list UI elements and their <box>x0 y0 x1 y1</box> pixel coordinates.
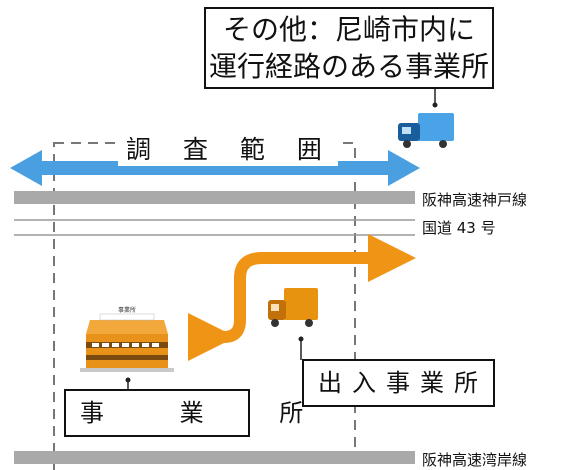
route-arrow <box>188 234 416 361</box>
survey-range-arrow <box>10 150 420 186</box>
road-label-hanshin-wangan: 阪神高速湾岸線 <box>422 451 528 469</box>
office-box: 事 業 所 <box>64 389 303 437</box>
survey-scope-label: 調 査 範 囲 <box>118 130 338 166</box>
blue-truck-icon <box>398 113 454 148</box>
other-office-line2: 運行経路のある事業所 <box>208 50 489 83</box>
road-label-hanshin-kobe: 阪神高速神戸線 <box>422 191 528 209</box>
orange-truck-icon <box>268 288 318 327</box>
inout-office-leader-dot <box>298 336 304 342</box>
other-office-leader-dot <box>432 102 438 108</box>
other-office-line1: その他：尼崎市内に <box>222 13 475 46</box>
inout-office-box: 出入事業所 <box>302 359 495 407</box>
hanshin-wangan-line-band <box>14 451 415 464</box>
other-office-box: その他：尼崎市内に 運行経路のある事業所 <box>204 7 494 89</box>
hanshin-kobe-line-band <box>14 191 415 204</box>
road-label-route43: 国道 43 号 <box>422 219 496 237</box>
office-building-icon: 事業所 <box>80 306 174 372</box>
office-leader-dot <box>125 377 131 383</box>
building-sign: 事業所 <box>118 306 136 314</box>
